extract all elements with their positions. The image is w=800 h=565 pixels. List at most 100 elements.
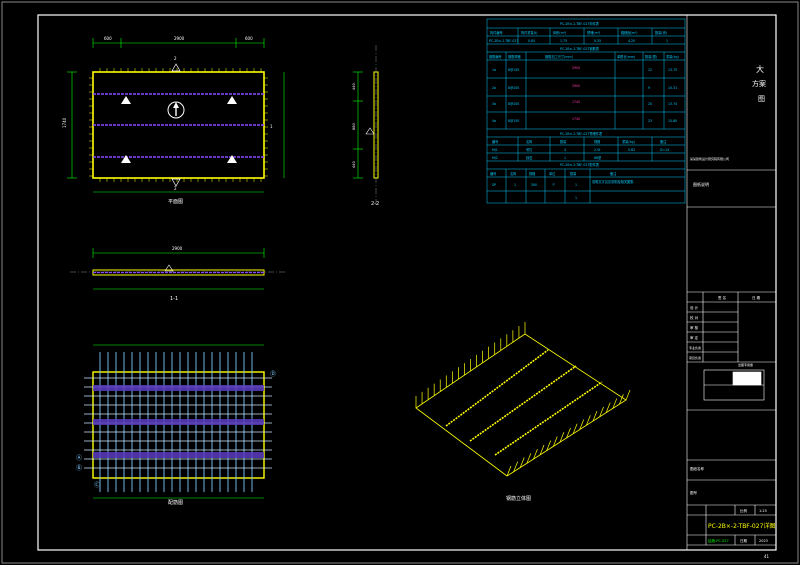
svg-text:86型: 86型 <box>594 155 602 160</box>
svg-text:1740: 1740 <box>572 117 580 121</box>
project-title-2: 方案 <box>752 79 766 88</box>
svg-text:2900: 2900 <box>572 84 580 88</box>
svg-text:构件编号: 构件编号 <box>490 30 503 35</box>
table1-title: PC-2B×-2-TBF-027构件表 <box>560 21 600 26</box>
table2-title: PC-2B×-2-TBF-027钢筋表 <box>560 46 600 51</box>
iso-tick <box>526 453 532 464</box>
svg-text:粗糙面(m²): 粗糙面(m²) <box>621 30 637 35</box>
iso-tick <box>605 402 611 413</box>
svg-text:8@200: 8@200 <box>508 102 519 106</box>
rebar-marker-a: Ⓐ <box>76 454 82 462</box>
svg-text:1a: 1a <box>492 68 496 72</box>
svg-text:9: 9 <box>648 86 650 90</box>
svg-text:预埋(m²): 预埋(m²) <box>587 30 600 35</box>
svg-text:审 定: 审 定 <box>690 335 699 340</box>
svg-text:数量(块): 数量(块) <box>655 30 667 35</box>
svg-text:0.35: 0.35 <box>594 39 601 43</box>
sheet-title-label: 图纸名称 <box>690 466 704 471</box>
rebar-plan-label: 配筋图 <box>168 499 183 506</box>
iso-tick <box>612 398 618 409</box>
svg-text:3a: 3a <box>492 102 496 106</box>
iso-tick <box>619 394 624 405</box>
svg-text:设 计: 设 计 <box>690 305 699 310</box>
table3-title: PC-2B×-2-TBF-027预埋件表 <box>560 131 603 136</box>
svg-text:专业负责: 专业负责 <box>689 345 701 350</box>
section-1-1-label: 1-1 <box>170 296 178 302</box>
iso-tick <box>599 406 604 418</box>
svg-text:2900: 2900 <box>572 66 580 70</box>
date-label: 日期 <box>740 538 748 543</box>
svg-text:1: 1 <box>575 196 577 200</box>
svg-text:4: 4 <box>564 148 566 152</box>
notes-label: 图纸说明 <box>693 181 709 187</box>
svg-text:8@200: 8@200 <box>508 86 519 90</box>
svg-text:D=14: D=14 <box>660 148 669 152</box>
svg-text:2.5t: 2.5t <box>594 148 601 152</box>
svg-text:签 名: 签 名 <box>718 295 726 300</box>
sheet-no-label: 图号 <box>690 490 698 495</box>
project-title-3: 图 <box>758 95 765 103</box>
svg-text:钢筋规格: 钢筋规格 <box>508 54 522 59</box>
plan-view-label: 平面图 <box>168 199 183 205</box>
plan-dim-left: 600 <box>104 36 112 41</box>
svg-text:名称: 名称 <box>526 139 533 144</box>
stamp-label: 出图专用章 <box>738 362 753 367</box>
section-1-1: 2900 1-1 <box>70 246 285 302</box>
scale-label: 比例 <box>740 508 748 513</box>
svg-text:4a: 4a <box>492 119 496 123</box>
date-value: 2023 <box>759 539 768 543</box>
svg-text:名称: 名称 <box>510 171 517 176</box>
rebar-marker-c: Ⓒ <box>94 481 100 489</box>
section-2-2: 440 880 440 2-2 <box>352 45 379 207</box>
svg-text:MJ2: MJ2 <box>492 156 498 160</box>
svg-text:备注: 备注 <box>610 171 617 176</box>
iso-tick <box>572 423 578 434</box>
svg-text:2a: 2a <box>492 86 496 90</box>
svg-text:重量(kg): 重量(kg) <box>666 54 679 59</box>
drawing-number: 结施-PC-027 <box>708 538 729 543</box>
company-note: 某某建筑设计研究院有限公司 <box>690 156 729 161</box>
iso-tick <box>519 457 525 468</box>
isometric-view: 钢筋立体图 <box>415 322 631 502</box>
side-dim-a: 440 <box>352 83 356 90</box>
svg-text:单位: 单位 <box>549 171 556 176</box>
page-number: 41 <box>764 554 770 559</box>
iso-tick <box>546 440 551 451</box>
svg-text:体积(m³): 体积(m³) <box>553 30 566 35</box>
svg-text:1: 1 <box>666 39 668 43</box>
iso-tick <box>625 389 631 401</box>
svg-text:SP: SP <box>492 183 496 187</box>
svg-text:编号: 编号 <box>490 171 496 176</box>
svg-text:0.85: 0.85 <box>528 39 535 43</box>
iso-tick <box>539 444 545 456</box>
iso-tick <box>506 465 512 477</box>
svg-text:规格: 规格 <box>594 139 601 144</box>
svg-text:吊钉: 吊钉 <box>526 147 533 152</box>
svg-text:钢筋加工尺寸(mm): 钢筋加工尺寸(mm) <box>545 54 573 59</box>
svg-text:4.20: 4.20 <box>628 39 635 43</box>
svg-text:15.80: 15.80 <box>668 119 677 123</box>
scale-value: 1:25 <box>759 509 767 513</box>
svg-text:0.82: 0.82 <box>628 148 635 152</box>
svg-text:校 对: 校 对 <box>690 315 699 320</box>
iso-tick <box>513 461 518 472</box>
svg-text:1: 1 <box>575 183 577 187</box>
svg-text:20: 20 <box>648 102 652 106</box>
svg-text:规格: 规格 <box>529 171 536 176</box>
rebar-marker-b: Ⓑ <box>76 464 82 472</box>
plan-dim-middle: 2900 <box>174 36 185 41</box>
section-2-2-label: 2-2 <box>371 201 379 207</box>
svg-text:1: 1 <box>564 156 566 160</box>
svg-text:说明文字见总说明及相关图集: 说明文字见总说明及相关图集 <box>592 179 634 184</box>
svg-text:项目负责: 项目负责 <box>689 355 701 360</box>
rebar-plan: Ⓐ Ⓑ Ⓒ Ⓓ 配筋图 <box>76 344 276 506</box>
svg-text:1: 1 <box>270 124 273 129</box>
iso-view-label: 钢筋立体图 <box>506 495 531 502</box>
side-dim-c: 440 <box>352 161 356 168</box>
svg-text:8@150: 8@150 <box>508 119 519 123</box>
title-block <box>686 15 776 550</box>
svg-text:10.31: 10.31 <box>668 86 677 90</box>
iso-tick <box>552 436 558 447</box>
iso-tick <box>566 427 571 439</box>
